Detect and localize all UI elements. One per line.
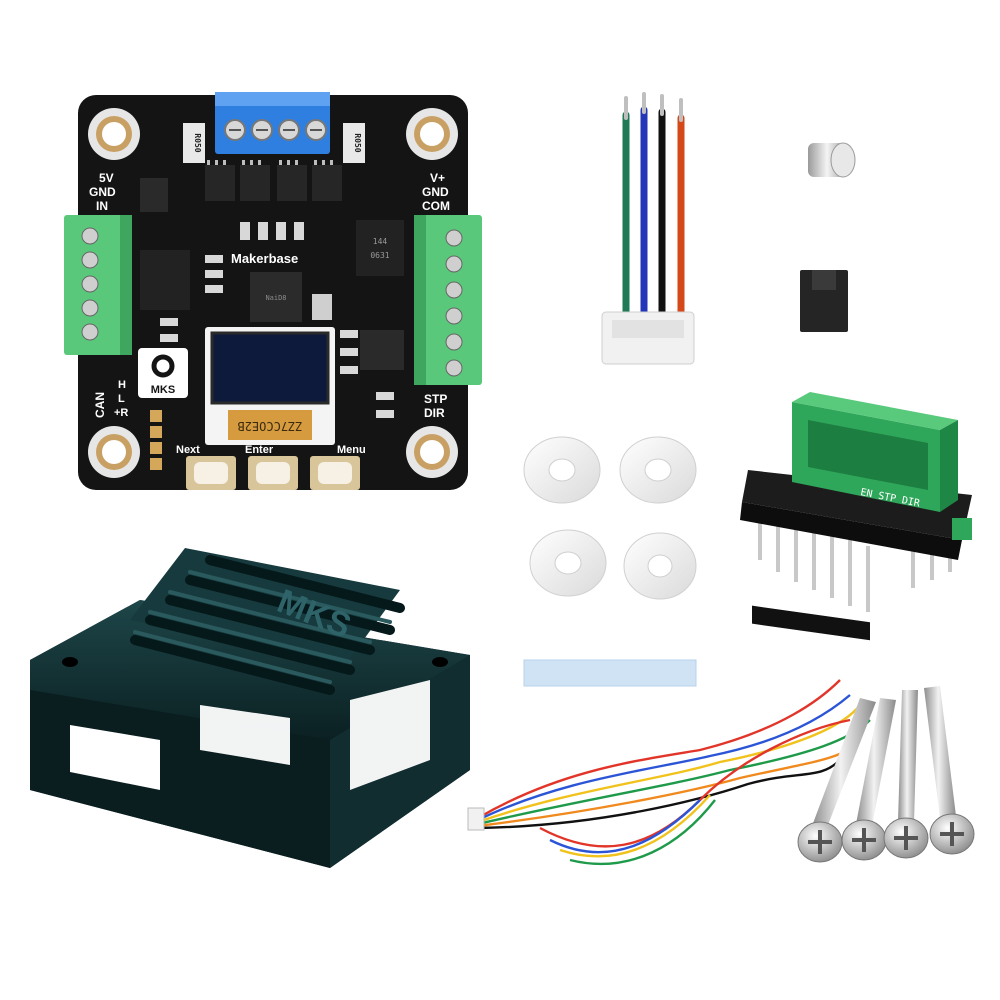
mcu-label: NaiD8 <box>265 294 286 302</box>
label-l: L <box>118 393 125 405</box>
washer-1 <box>523 436 601 504</box>
adapter-board: EN STP DIR <box>740 392 972 641</box>
can-header-pins <box>150 410 162 470</box>
jumper-cap <box>800 270 848 332</box>
oled-flex-label: ZZ7CCOE2B <box>237 419 302 433</box>
adapter-side-header <box>952 518 972 540</box>
screws <box>797 686 975 863</box>
left-terminal-block <box>64 215 132 355</box>
mks-logo: MKS <box>138 348 188 398</box>
label-gnd-left: GND <box>89 185 116 199</box>
heatsink-fins <box>130 555 405 695</box>
washers <box>523 436 697 600</box>
label-r: +R <box>114 407 128 419</box>
menu-button <box>310 456 360 490</box>
washer-2 <box>619 436 697 504</box>
label-menu: Menu <box>337 444 366 456</box>
chip-144-label: 144 <box>373 237 388 246</box>
chip-0631-label: 0631 <box>370 251 389 260</box>
resistor-left <box>183 123 205 163</box>
chip-right <box>356 220 404 276</box>
right-terminal-block <box>414 215 482 385</box>
transistor-left <box>140 178 168 212</box>
heatsink-bracket: MKS <box>30 548 470 868</box>
label-enter: Enter <box>245 444 274 456</box>
motor-cable <box>601 92 695 365</box>
screw-4 <box>924 686 975 855</box>
washer-3 <box>529 529 607 597</box>
passive-components <box>160 222 394 418</box>
next-button <box>186 456 236 490</box>
mounting-holes <box>88 108 458 478</box>
mks-logo-text: MKS <box>151 384 175 396</box>
label-h: H <box>118 379 126 391</box>
crystal <box>312 294 332 320</box>
rainbow-cable-connector <box>467 807 485 831</box>
label-vplus: V+ <box>430 171 445 185</box>
screw-3 <box>883 690 929 859</box>
thermal-pad <box>523 659 697 687</box>
resistor-right-label: R050 <box>353 133 362 152</box>
label-next: Next <box>176 444 200 456</box>
label-can: CAN <box>93 392 107 418</box>
enter-button <box>248 456 298 490</box>
resistor-left-label: R050 <box>193 133 202 152</box>
label-in: IN <box>96 199 108 213</box>
screw-1 <box>797 698 876 863</box>
magnet <box>808 142 856 178</box>
adapter-pin-housings <box>752 605 870 641</box>
chip-left <box>140 250 190 310</box>
mcu-chip <box>250 272 302 322</box>
regulator-chip <box>360 330 404 370</box>
label-stp: STP <box>424 392 447 406</box>
label-dir: DIR <box>424 406 445 420</box>
label-com: COM <box>422 199 450 213</box>
driver-board: R050 R050 5V GND IN V+ GND COM 144 <box>64 92 482 490</box>
resistor-right <box>343 123 365 163</box>
label-gnd-right: GND <box>422 185 449 199</box>
mosfet-chips <box>205 160 342 201</box>
washer-4 <box>623 532 697 600</box>
label-5v: 5V <box>99 171 114 185</box>
rainbow-cable <box>477 679 871 865</box>
motor-terminal-block <box>215 92 330 154</box>
adapter-pins <box>758 510 952 612</box>
brand-label: Makerbase <box>231 251 298 266</box>
oled-display: ZZ7CCOE2B <box>205 327 335 445</box>
